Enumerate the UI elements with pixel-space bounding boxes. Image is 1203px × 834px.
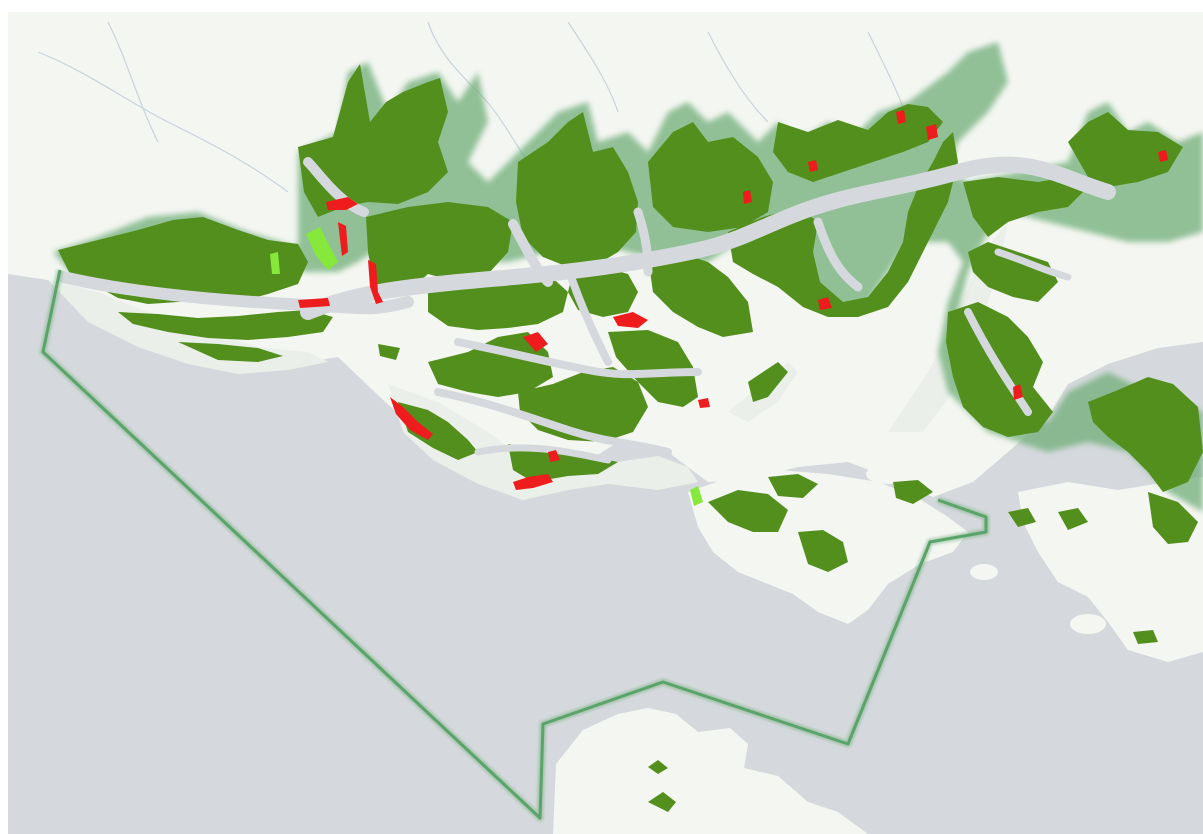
mangrove-island-a bbox=[708, 490, 788, 532]
small-island-2 bbox=[970, 564, 998, 580]
mangrove-patch-5 bbox=[648, 760, 668, 774]
mangrove-east-mid bbox=[968, 242, 1058, 302]
mangrove-patch-7 bbox=[378, 344, 400, 360]
mangrove-extent bbox=[58, 64, 1203, 812]
mangrove-south-a bbox=[428, 332, 553, 397]
mangrove-south-c bbox=[608, 330, 698, 407]
mangrove-island-d bbox=[893, 480, 933, 504]
mangrove-west-lower bbox=[118, 310, 333, 340]
mangrove-patch-2 bbox=[1008, 508, 1036, 527]
mangrove-center-b bbox=[516, 112, 638, 267]
mangrove-south-e bbox=[508, 444, 618, 482]
mangrove-far-east-2 bbox=[1148, 492, 1198, 544]
mangrove-west-bottom bbox=[178, 342, 283, 362]
mangrove-gain bbox=[270, 227, 703, 506]
protected-area-boundary bbox=[39, 269, 990, 822]
mangrove-patch-3 bbox=[1133, 630, 1158, 644]
mangrove-island-c bbox=[768, 474, 818, 498]
mangrove-center-e bbox=[648, 252, 753, 337]
mangrove-ne-loop bbox=[728, 132, 958, 317]
mangrove-nw-block bbox=[298, 64, 448, 217]
mangrove-east-branch bbox=[1068, 112, 1183, 187]
mangrove-east-arc bbox=[963, 177, 1088, 237]
mangrove-patch-1 bbox=[1058, 508, 1088, 530]
small-island-3 bbox=[1070, 614, 1106, 634]
mangrove-south-d bbox=[398, 402, 478, 460]
mangrove-patch-4 bbox=[648, 792, 676, 812]
sandbank-south bbox=[388, 384, 698, 500]
mangrove-loss bbox=[298, 110, 1168, 490]
mangrove-island-b bbox=[798, 530, 848, 572]
southern-island bbox=[553, 708, 868, 834]
river-channels bbox=[57, 156, 1116, 464]
mangrove-center-f bbox=[648, 122, 773, 232]
mangrove-patch-6 bbox=[748, 362, 788, 402]
small-island-1 bbox=[866, 464, 910, 484]
mangrove-far-east bbox=[1088, 377, 1203, 492]
map-canvas[interactable] bbox=[8, 12, 1203, 834]
